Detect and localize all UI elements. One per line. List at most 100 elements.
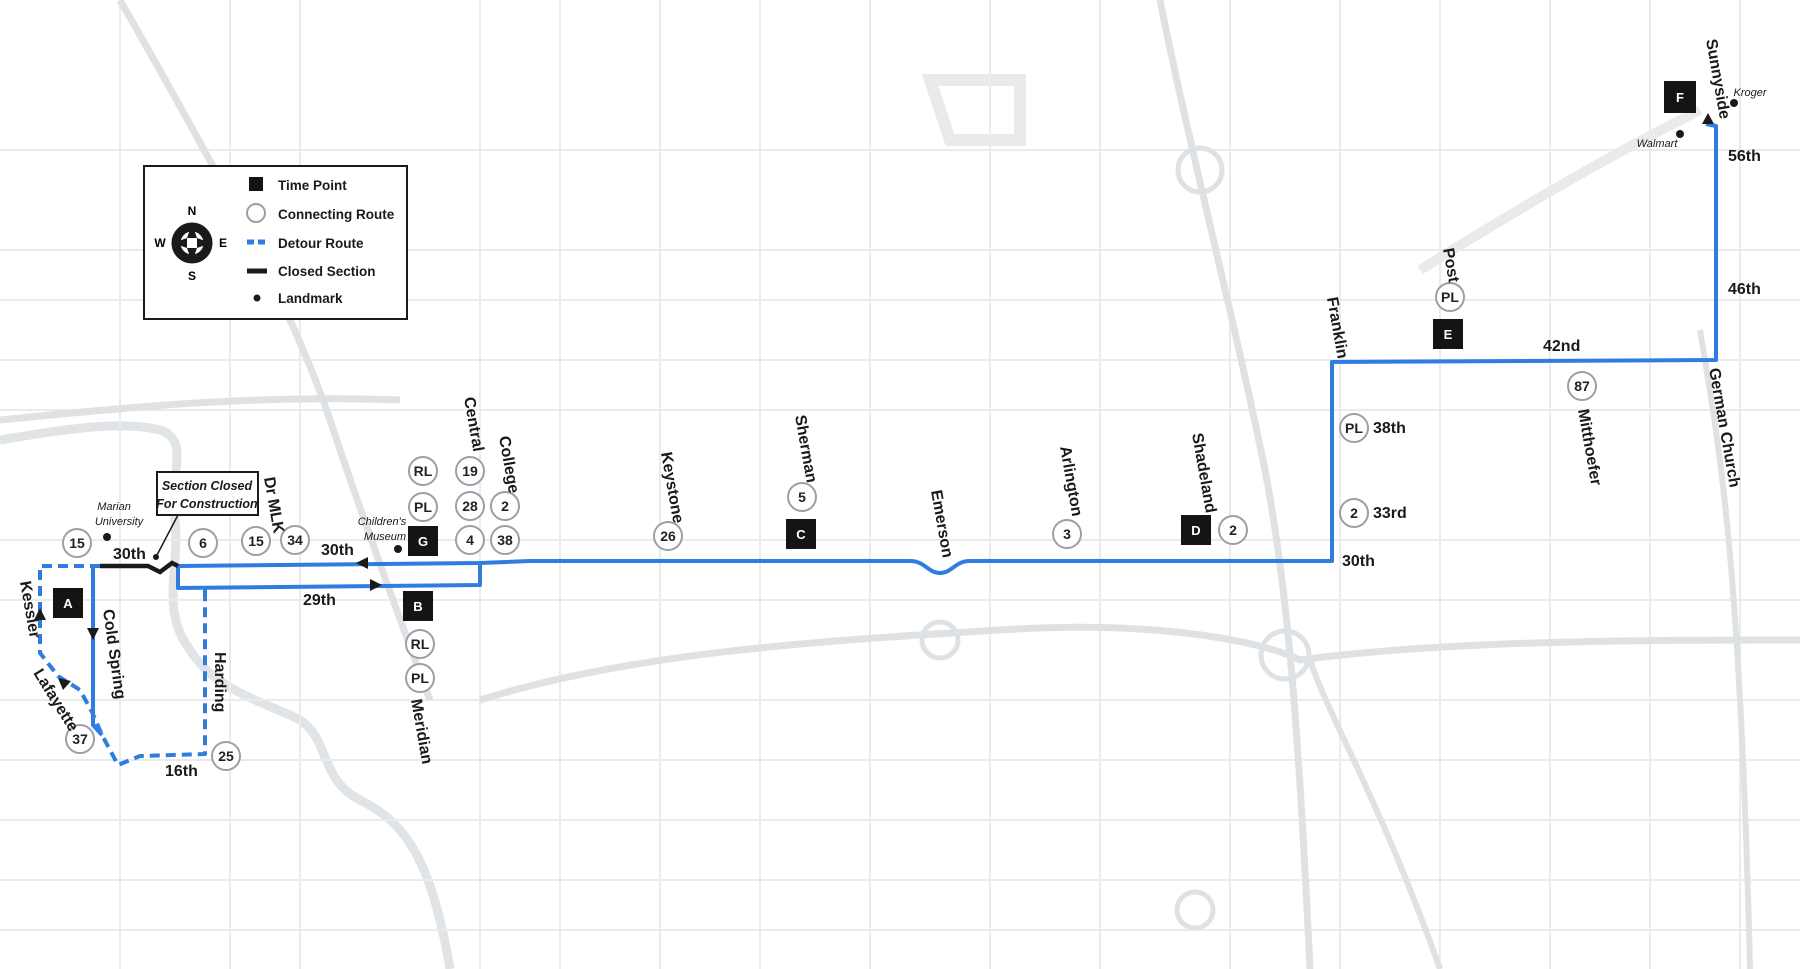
svg-text:D: D — [1191, 523, 1200, 538]
route-circle-28[interactable]: 28 — [455, 491, 485, 521]
street-meridian: Meridian — [407, 698, 435, 766]
svg-text:2: 2 — [1229, 522, 1237, 538]
legend-label-landmark: Landmark — [278, 291, 343, 306]
svg-text:RL: RL — [411, 636, 430, 652]
route-circle-2-33rd[interactable]: 2 — [1339, 498, 1369, 528]
street-dr-mlk: Dr MLK — [260, 476, 287, 535]
time-point-g[interactable]: G — [408, 526, 438, 556]
street-29th: 29th — [303, 592, 336, 609]
svg-text:38: 38 — [497, 532, 513, 548]
route-circle-pl-38th[interactable]: PL — [1339, 413, 1369, 443]
street-german-church: German Church — [1705, 367, 1743, 489]
svg-text:E: E — [1444, 327, 1453, 342]
street-sunnyside: Sunnyside — [1702, 38, 1733, 121]
route-circle-pl-north[interactable]: PL — [408, 492, 438, 522]
street-labels-horizontal: 30th 30th 30th 29th 16th 33rd 38th 42nd … — [113, 148, 1761, 780]
street-30th-mid: 30th — [321, 542, 354, 559]
kroger-dot — [1730, 99, 1738, 107]
route-circle-rl-north[interactable]: RL — [408, 456, 438, 486]
compass-icon: N S W E — [154, 204, 227, 283]
route-circle-6[interactable]: 6 — [188, 528, 218, 558]
route-circle-3[interactable]: 3 — [1052, 519, 1082, 549]
arrow-up-icon — [34, 608, 46, 620]
svg-text:25: 25 — [218, 748, 234, 764]
street-38th: 38th — [1373, 420, 1406, 437]
street-46th: 46th — [1728, 281, 1761, 298]
street-cold-spring: Cold Spring — [99, 608, 128, 700]
landmark-kroger: Kroger — [1733, 87, 1767, 99]
arrow-west-icon — [356, 557, 368, 569]
street-college: College — [495, 435, 522, 495]
time-point-b[interactable]: B — [403, 591, 433, 621]
svg-text:RL: RL — [414, 463, 433, 479]
route-circle-pl-post[interactable]: PL — [1435, 282, 1465, 312]
street-sherman: Sherman — [791, 414, 820, 484]
closed-section-line — [100, 560, 180, 575]
callout-leader-line — [156, 514, 179, 556]
connecting-route-circle-icon — [246, 203, 266, 223]
street-post: Post — [1439, 247, 1462, 285]
svg-text:G: G — [418, 534, 428, 549]
svg-text:26: 26 — [660, 528, 676, 544]
compass-w: W — [154, 236, 166, 250]
route-circle-15-west[interactable]: 15 — [62, 528, 92, 558]
time-point-d[interactable]: D — [1181, 515, 1211, 545]
svg-text:PL: PL — [1345, 420, 1363, 436]
time-points: A B C D E F G — [53, 81, 1696, 621]
svg-text:15: 15 — [248, 533, 264, 549]
street-harding: Harding — [211, 652, 228, 712]
landmarks: Marian University Children's Museum Walm… — [95, 87, 1768, 553]
street-30th-west: 30th — [113, 546, 146, 563]
time-point-c[interactable]: C — [786, 519, 816, 549]
svg-text:5: 5 — [798, 489, 806, 505]
route-circle-5[interactable]: 5 — [787, 482, 817, 512]
svg-text:15: 15 — [69, 535, 85, 551]
legend-label-connecting-route: Connecting Route — [278, 207, 395, 222]
landmark-marian-1: Marian — [97, 501, 131, 513]
route-circle-26[interactable]: 26 — [653, 521, 683, 551]
compass-s: S — [188, 269, 196, 283]
route-30th-to-sunnyside — [177, 122, 1718, 575]
direction-arrows — [34, 113, 1714, 690]
svg-text:PL: PL — [411, 670, 429, 686]
time-point-e[interactable]: E — [1433, 319, 1463, 349]
landmark-childrens-1: Children's — [358, 516, 407, 528]
legend-label-detour-route: Detour Route — [278, 236, 364, 251]
legend-label-time-point: Time Point — [278, 178, 347, 193]
route-cold-spring — [91, 566, 104, 737]
route-circle-2-shadeland[interactable]: 2 — [1218, 515, 1248, 545]
svg-text:19: 19 — [462, 463, 478, 479]
route-circle-37[interactable]: 37 — [65, 724, 95, 754]
route-circle-pl-south[interactable]: PL — [405, 663, 435, 693]
street-arlington: Arlington — [1056, 445, 1085, 518]
svg-text:87: 87 — [1574, 378, 1590, 394]
childrens-museum-dot — [394, 545, 402, 553]
route-circle-87[interactable]: 87 — [1567, 371, 1597, 401]
callout-line-1: Section Closed — [162, 479, 253, 493]
street-central: Central — [460, 396, 486, 453]
route-circle-34[interactable]: 34 — [280, 525, 310, 555]
compass-e: E — [219, 236, 227, 250]
arrow-down-icon — [87, 628, 99, 640]
route-circle-4[interactable]: 4 — [455, 525, 485, 555]
callout-leader-dot — [153, 554, 159, 560]
svg-text:2: 2 — [501, 498, 509, 514]
svg-text:PL: PL — [1441, 289, 1459, 305]
svg-text:C: C — [796, 527, 806, 542]
route-circle-rl-south[interactable]: RL — [405, 629, 435, 659]
route-circle-38[interactable]: 38 — [490, 525, 520, 555]
callout-line-2: For Construction — [156, 497, 258, 511]
arrow-east-icon — [370, 579, 382, 591]
landmark-walmart: Walmart — [1637, 138, 1679, 150]
route-circle-15[interactable]: 15 — [241, 526, 271, 556]
route-circle-2-college[interactable]: 2 — [490, 491, 520, 521]
route-circle-19[interactable]: 19 — [455, 456, 485, 486]
street-emerson: Emerson — [927, 489, 956, 559]
route-circle-25[interactable]: 25 — [211, 741, 241, 771]
svg-text:A: A — [63, 596, 73, 611]
svg-text:6: 6 — [199, 535, 207, 551]
time-point-f[interactable]: F — [1664, 81, 1696, 113]
street-33rd: 33rd — [1373, 505, 1407, 522]
time-point-a[interactable]: A — [53, 588, 83, 618]
